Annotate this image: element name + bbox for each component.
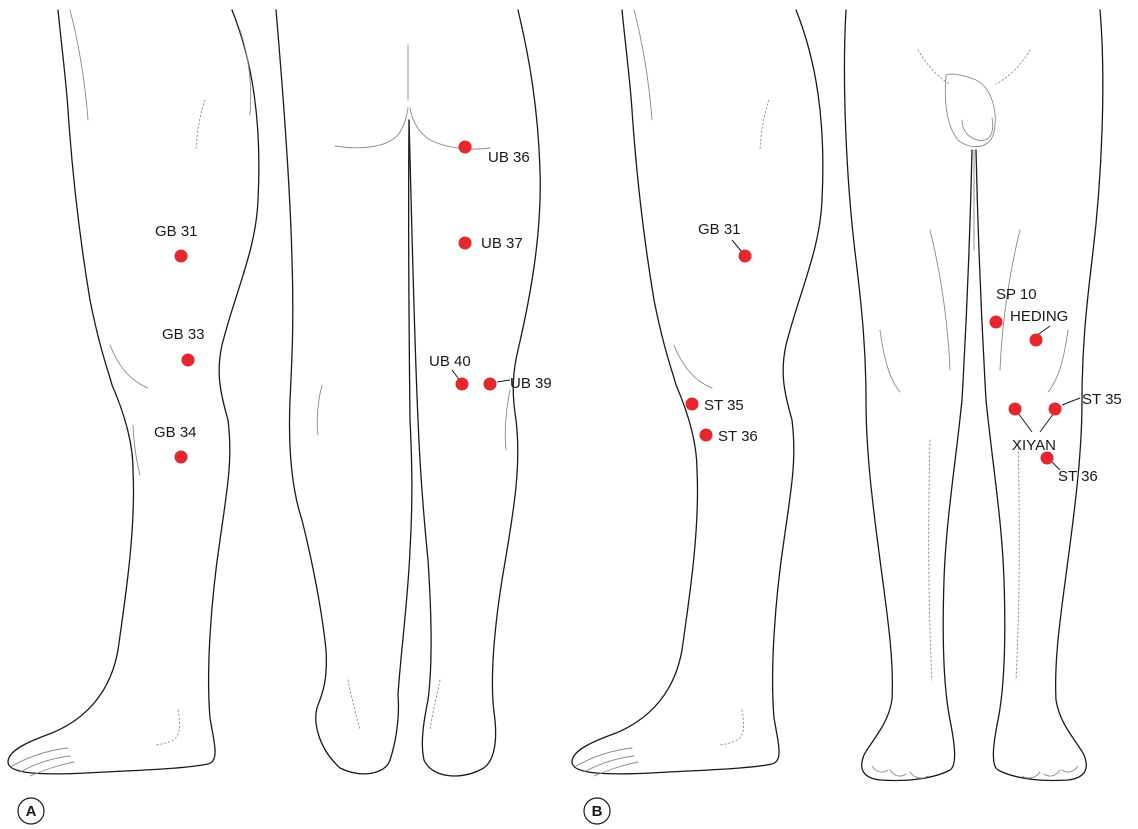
- gb31-b-label: GB 31: [698, 221, 741, 238]
- ub39-a-label: UB 39: [510, 375, 552, 392]
- gb31-a-point[interactable]: [175, 250, 188, 263]
- gb34-a-point[interactable]: [175, 451, 188, 464]
- st36-lateral-point[interactable]: [700, 429, 713, 442]
- ub40-a-label: UB 40: [429, 353, 471, 370]
- panel-b-marker: B: [584, 798, 610, 824]
- panel-a-letter: A: [26, 803, 37, 820]
- leader-lines: [452, 240, 1080, 470]
- xiyan-leader-right: [1040, 413, 1054, 432]
- st35-lateral-point[interactable]: [686, 398, 699, 411]
- ub37-a-point[interactable]: [459, 237, 472, 250]
- st35-front-point[interactable]: [1049, 403, 1062, 416]
- st35-front-label: ST 35: [1082, 391, 1122, 408]
- panel-b-letter: B: [592, 803, 603, 820]
- ub36-a-label: UB 36: [488, 149, 530, 166]
- heding-label: HEDING: [1010, 308, 1068, 325]
- xiyan-leader-left: [1018, 413, 1032, 432]
- lateral-leg-a: [8, 10, 259, 776]
- gb31-b-point[interactable]: [739, 250, 752, 263]
- gb31b-leader: [732, 240, 742, 252]
- st36-lateral-label: ST 36: [718, 428, 758, 445]
- gb33-a-point[interactable]: [182, 354, 195, 367]
- st35-lateral-label: ST 35: [704, 397, 744, 414]
- st36-front-label: ST 36: [1058, 468, 1098, 485]
- acupoint-labels: GB 31 GB 33 GB 34 UB 36 UB 37 UB 40 UB 3…: [154, 149, 1122, 485]
- acupoint-dots: [175, 141, 1062, 465]
- xiyan-medial-point[interactable]: [1009, 403, 1022, 416]
- lateral-leg-b: [572, 10, 823, 776]
- ub39-leader: [497, 380, 510, 382]
- anterior-legs-b: [844, 10, 1102, 781]
- panel-a-marker: A: [18, 798, 44, 824]
- gb34-a-label: GB 34: [154, 424, 197, 441]
- posterior-legs-a: [276, 10, 540, 776]
- ub36-a-point[interactable]: [459, 141, 472, 154]
- gb33-a-label: GB 33: [162, 326, 205, 343]
- gb31-a-label: GB 31: [155, 223, 198, 240]
- ub39-a-point[interactable]: [484, 378, 497, 391]
- sp10-point[interactable]: [990, 316, 1003, 329]
- heding-point[interactable]: [1030, 334, 1043, 347]
- xiyan-label: XIYAN: [1012, 437, 1056, 454]
- sp10-label: SP 10: [996, 286, 1037, 303]
- ub40-a-point[interactable]: [456, 378, 469, 391]
- ub37-a-label: UB 37: [481, 235, 523, 252]
- st35f-leader: [1062, 398, 1080, 405]
